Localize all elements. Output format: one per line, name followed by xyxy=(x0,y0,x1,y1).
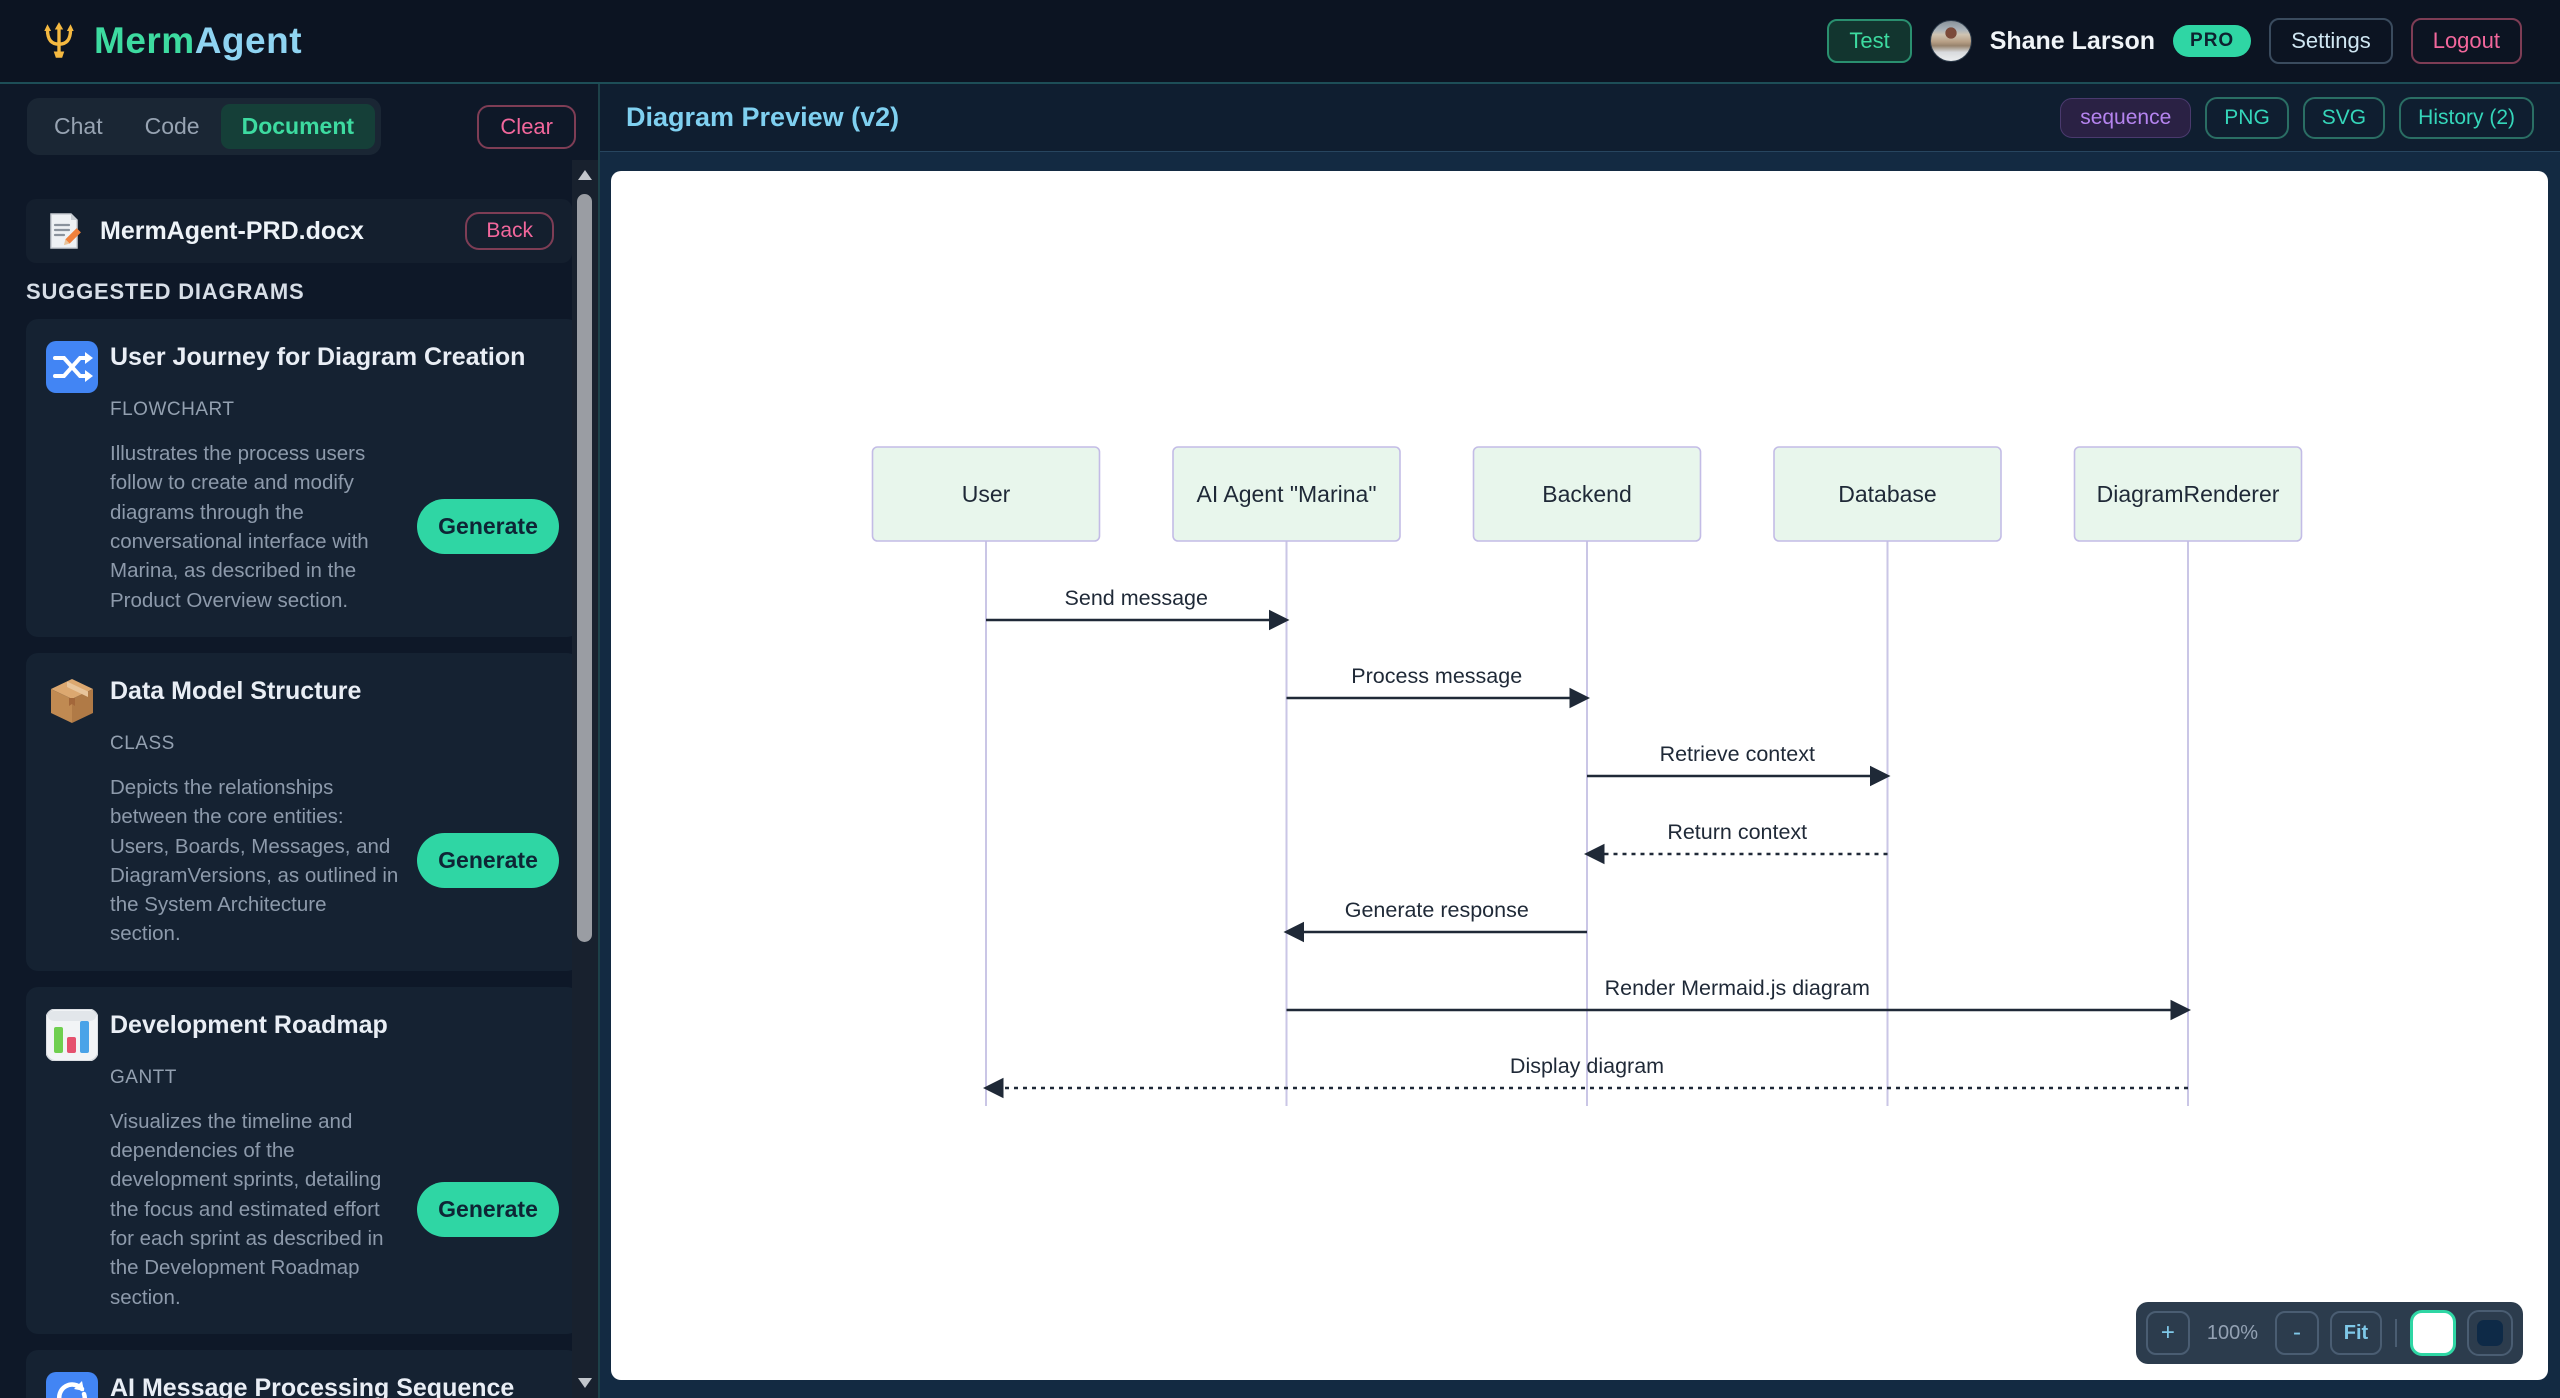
avatar[interactable] xyxy=(1929,20,1972,62)
scrollbar-down-arrow[interactable] xyxy=(578,1378,592,1388)
actor-label: Backend xyxy=(1542,481,1632,507)
actor-label: AI Agent "Marina" xyxy=(1197,481,1377,507)
generate-button[interactable]: Generate xyxy=(417,499,559,555)
clear-button[interactable]: Clear xyxy=(477,104,576,149)
zoom-toolbar: + 100% - Fit xyxy=(2135,1302,2523,1364)
suggested-diagrams-title: SUGGESTED DIAGRAMS xyxy=(26,279,305,304)
app-logo[interactable]: MermAgent xyxy=(38,20,302,62)
message-label: Generate response xyxy=(1345,898,1529,922)
card-title: AI Message Processing Sequence xyxy=(110,1373,515,1398)
app-title: MermAgent xyxy=(94,20,303,61)
package-icon xyxy=(51,678,93,723)
message-label: Send message xyxy=(1065,586,1208,610)
generate-button[interactable]: Generate xyxy=(417,1181,559,1237)
bar-chart-icon xyxy=(46,1008,98,1061)
message-label: Display diagram xyxy=(1510,1054,1664,1078)
toolbar-divider xyxy=(2395,1319,2397,1347)
message-label: Process message xyxy=(1351,664,1522,688)
message-label: Retrieve context xyxy=(1660,742,1815,766)
user-name: Shane Larson xyxy=(1989,26,2156,55)
card-description: Depicts the relationships between the co… xyxy=(110,775,399,946)
actor-label: DiagramRenderer xyxy=(2097,481,2280,507)
message-label: Return context xyxy=(1667,820,1807,844)
canvas-light-theme-button[interactable] xyxy=(2410,1310,2456,1356)
preview-content: User AI Agent "Marina" Backend Database Diag… xyxy=(600,152,2560,1398)
sidebar-tab-group: Chat Code Document xyxy=(27,98,382,155)
card-type-label: GANTT xyxy=(110,1066,177,1088)
sidebar: Chat Code Document Clear MermAgent-PRD.d… xyxy=(0,84,600,1398)
memo-icon xyxy=(50,213,81,249)
zoom-in-button[interactable]: + xyxy=(2145,1311,2190,1355)
document-header: MermAgent-PRD.docx Back xyxy=(26,199,572,263)
suggestion-card: Data Model Structure CLASS Depicts the r… xyxy=(26,652,579,971)
shuffle-icon xyxy=(46,341,98,393)
actor-box: AI Agent "Marina" xyxy=(1172,446,1401,542)
settings-button[interactable]: Settings xyxy=(2269,18,2393,64)
sequence-diagram-svg: User AI Agent "Marina" Backend Database Diag… xyxy=(871,446,2303,1106)
card-description: Visualizes the timeline and dependencies… xyxy=(110,1109,384,1309)
suggestion-card: AI Message Processing Sequence SEQUENCE … xyxy=(26,1349,579,1398)
message-label: Render Mermaid.js diagram xyxy=(1605,976,1870,1000)
test-button[interactable]: Test xyxy=(1827,19,1912,63)
history-button[interactable]: History (2) xyxy=(2399,96,2534,139)
export-svg-button[interactable]: SVG xyxy=(2302,96,2386,139)
card-title: User Journey for Diagram Creation xyxy=(110,343,526,371)
actor-box: Backend xyxy=(1472,446,1702,542)
cycle-arrows-icon xyxy=(46,1371,98,1398)
preview-header: Diagram Preview (v2) sequence PNG SVG Hi… xyxy=(600,84,2560,152)
back-button[interactable]: Back xyxy=(465,212,554,250)
actor-box: DiagramRenderer xyxy=(2073,446,2303,542)
document-filename: MermAgent-PRD.docx xyxy=(100,216,364,245)
preview-title: Diagram Preview (v2) xyxy=(626,102,900,132)
diagram-type-badge: sequence xyxy=(2060,97,2192,138)
tab-code[interactable]: Code xyxy=(144,113,200,139)
scrollbar-thumb[interactable] xyxy=(577,194,592,942)
sidebar-scrollbar[interactable] xyxy=(572,160,598,1398)
fit-button[interactable]: Fit xyxy=(2330,1311,2382,1355)
actor-label: User xyxy=(962,481,1011,507)
suggestion-card: Development Roadmap GANTT Visualizes the… xyxy=(26,986,579,1334)
zoom-out-button[interactable]: - xyxy=(2275,1311,2319,1355)
export-png-button[interactable]: PNG xyxy=(2205,96,2289,139)
logout-button[interactable]: Logout xyxy=(2410,18,2522,64)
card-type-label: FLOWCHART xyxy=(110,399,235,420)
pro-badge: PRO xyxy=(2173,25,2252,57)
card-title: Data Model Structure xyxy=(110,676,362,705)
card-description: Illustrates the process users follow to … xyxy=(110,442,369,612)
tab-chat[interactable]: Chat xyxy=(54,113,103,139)
diagram-canvas[interactable]: User AI Agent "Marina" Backend Database Diag… xyxy=(611,171,2548,1380)
preview-panel: Diagram Preview (v2) sequence PNG SVG Hi… xyxy=(600,84,2560,1398)
actor-box: Database xyxy=(1773,446,2002,542)
zoom-level: 100% xyxy=(2206,1321,2258,1344)
card-type-label: CLASS xyxy=(110,732,175,754)
suggestion-card: User Journey for Diagram Creation FLOWCH… xyxy=(26,319,579,637)
tab-document[interactable]: Document xyxy=(220,104,376,149)
scrollbar-up-arrow[interactable] xyxy=(578,170,592,180)
card-title: Development Roadmap xyxy=(110,1010,388,1039)
generate-button[interactable]: Generate xyxy=(417,833,559,889)
actor-label: Database xyxy=(1838,481,1936,507)
top-navbar: MermAgent Test Shane Larson PRO Settings… xyxy=(0,0,2560,84)
canvas-dark-theme-button[interactable] xyxy=(2467,1310,2513,1356)
actor-box: User xyxy=(871,446,1101,542)
trident-icon xyxy=(44,22,74,58)
